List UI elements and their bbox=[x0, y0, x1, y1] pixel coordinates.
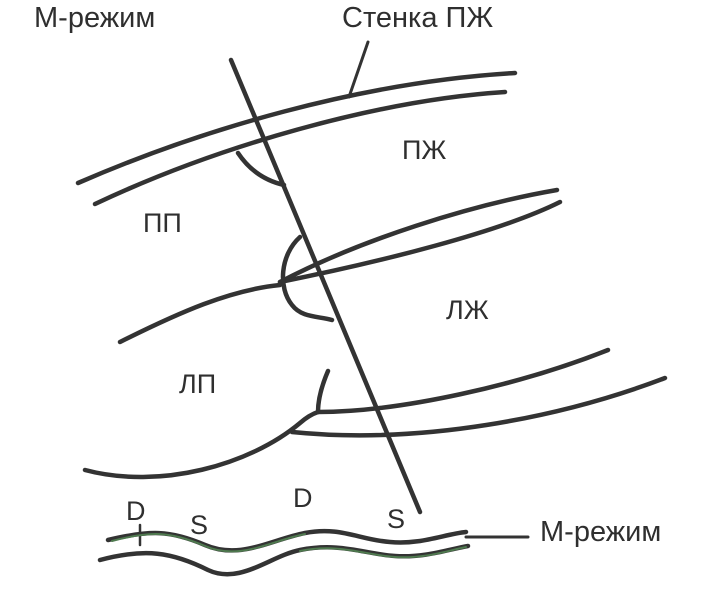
lv-posterior-upper-line bbox=[315, 347, 611, 415]
atrial-septum-line bbox=[117, 282, 283, 345]
lv-posterior-lower-line bbox=[289, 375, 668, 438]
ra-label: ПП bbox=[143, 208, 182, 238]
m-mode-trace-upper-green bbox=[111, 533, 306, 553]
lv-label: ЛЖ bbox=[446, 295, 489, 325]
tricuspid-arc bbox=[235, 150, 287, 188]
rv-wall-outer-line bbox=[75, 70, 518, 186]
m-mode-top-label: М-режим bbox=[34, 2, 156, 34]
la-label: ЛП bbox=[179, 369, 217, 399]
s-label-1: S bbox=[190, 510, 209, 540]
s-label-2: S bbox=[387, 504, 406, 534]
m-mode-trace-lower bbox=[97, 543, 471, 577]
d-label-1: D bbox=[126, 496, 146, 526]
mitral-leaflet-line bbox=[315, 368, 331, 415]
septum-upper-line bbox=[277, 187, 560, 285]
d-label-2: D bbox=[293, 483, 313, 513]
la-posterior-line bbox=[82, 409, 321, 480]
rv-wall-leader bbox=[347, 40, 370, 99]
septum-lower-line bbox=[277, 199, 563, 285]
rv-wall-label: Стенка ПЖ bbox=[342, 2, 494, 34]
rv-label: ПЖ bbox=[402, 135, 447, 165]
rv-wall-inner-line bbox=[92, 89, 508, 207]
aortic-valve-curve bbox=[280, 234, 335, 323]
m-mode-bottom-label: М-режим bbox=[540, 516, 662, 548]
m-mode-trace-lower-green bbox=[299, 546, 467, 559]
